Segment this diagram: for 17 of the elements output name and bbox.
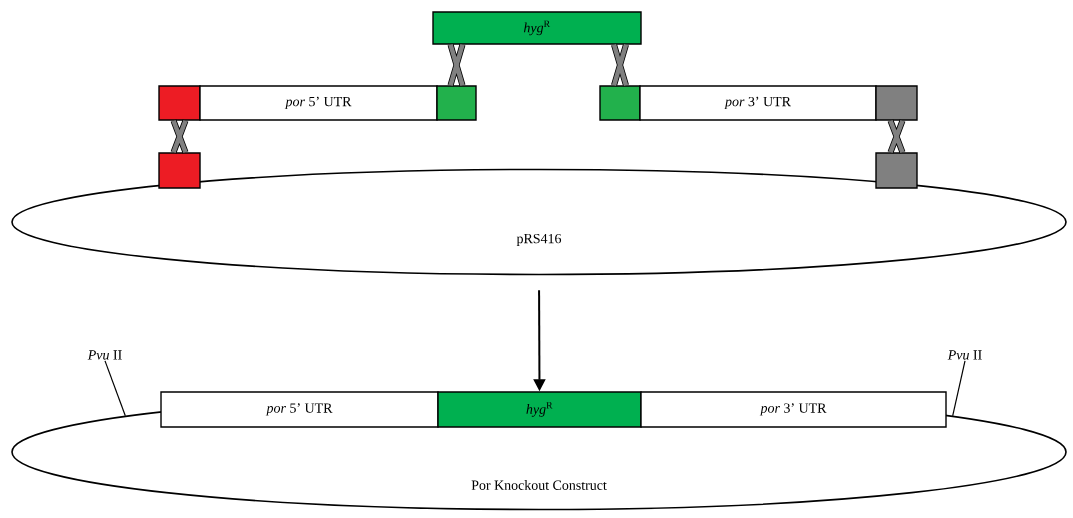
gene-box: hyg$^{R}$ <box>432 11 642 45</box>
site-label: Pvu II <box>87 350 122 360</box>
crossover-mark <box>610 41 630 89</box>
site-label: Pvu II <box>947 350 982 360</box>
gene-box: por 5’ UTR <box>199 85 438 121</box>
homology-square <box>875 152 918 189</box>
homology-square <box>599 85 641 121</box>
crossover-mark <box>447 41 466 89</box>
homology-square <box>158 85 201 121</box>
gene-box: por 3’ UTR <box>639 85 877 121</box>
leader-line <box>952 360 966 417</box>
homology-square <box>158 152 201 189</box>
crossover-mark <box>887 117 906 156</box>
leader-line <box>104 360 126 417</box>
homology-square <box>436 85 477 121</box>
crossover-mark <box>170 117 189 156</box>
homology-square <box>875 85 918 121</box>
